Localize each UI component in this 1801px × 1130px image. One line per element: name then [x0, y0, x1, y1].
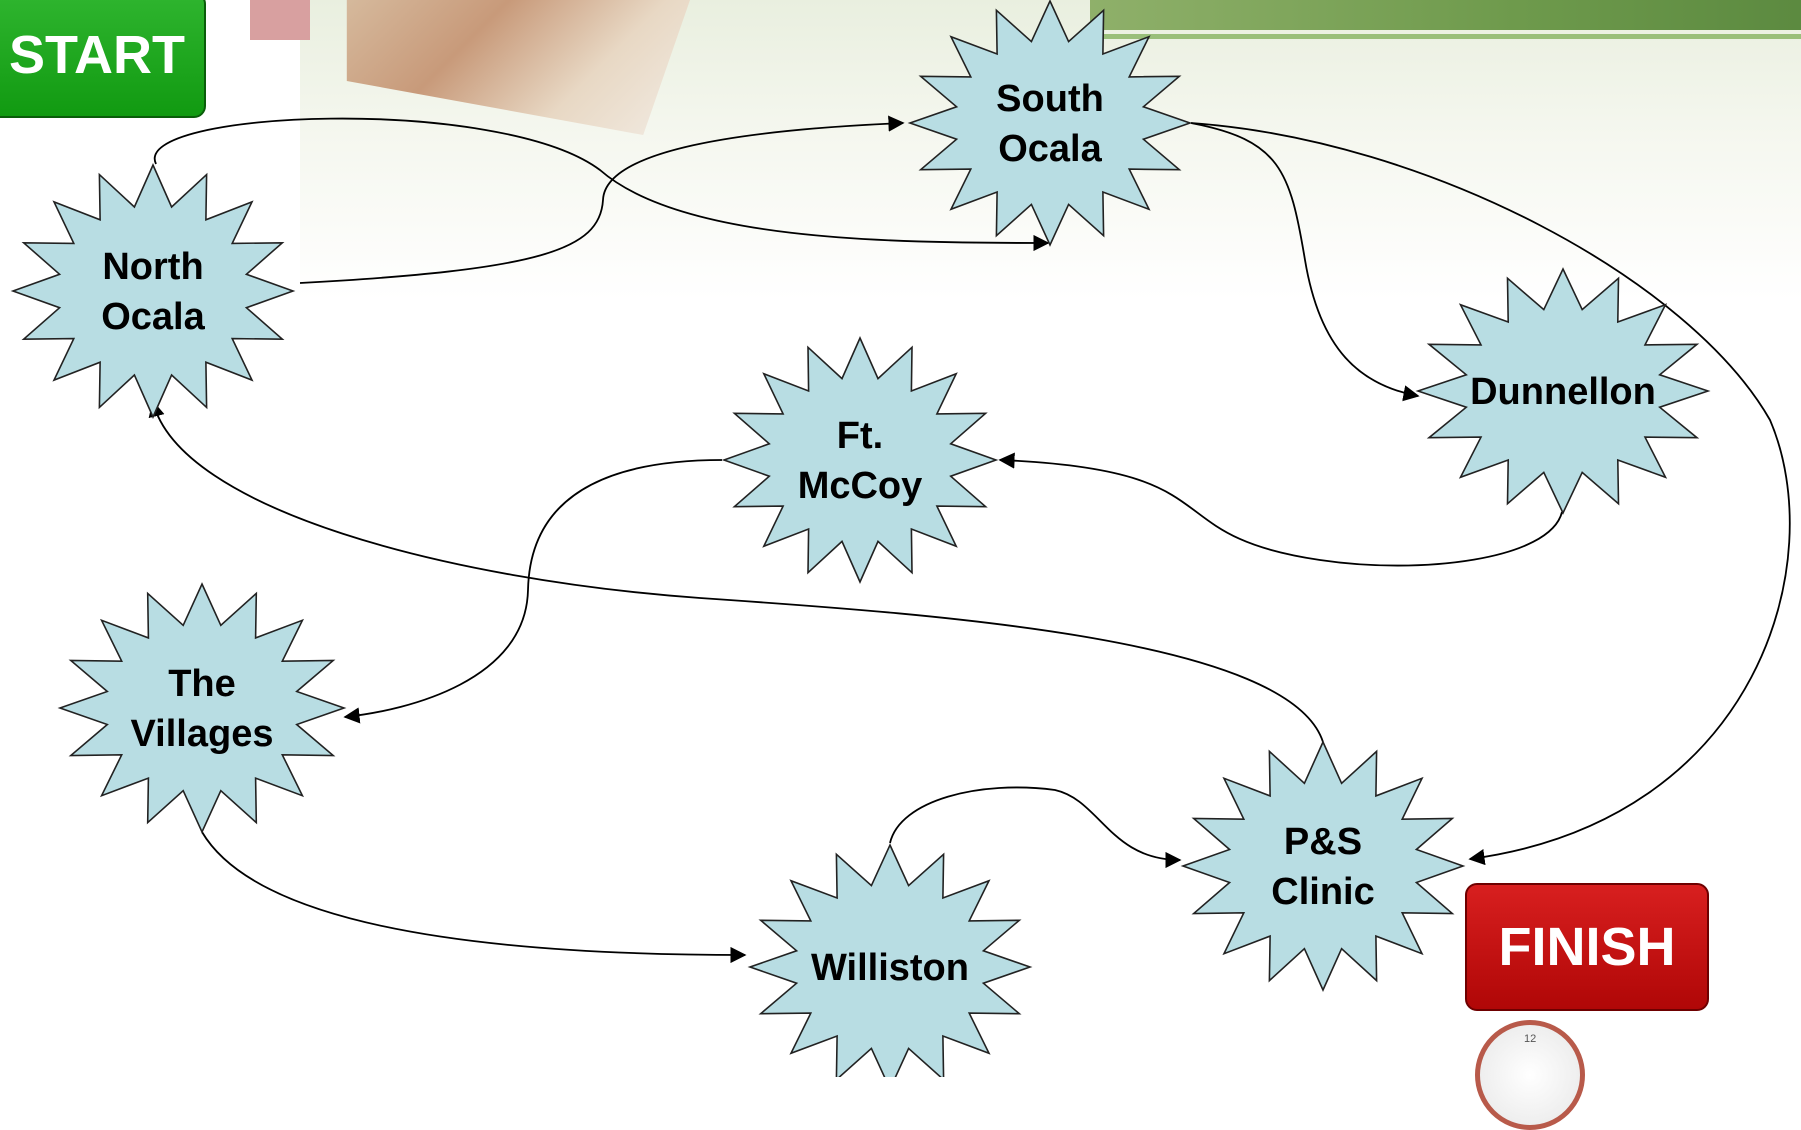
- node-north-ocala-label-1: Ocala: [101, 296, 205, 338]
- node-williston-label-0: Williston: [811, 947, 969, 989]
- header-red-accent: [250, 0, 310, 40]
- edge-north-ocala-to-south-ocala: [153, 117, 1050, 252]
- node-dunnellon: Dunnellon: [1415, 267, 1711, 515]
- edges-layer: [148, 115, 1791, 964]
- node-ps-clinic-label-0: P&S: [1284, 821, 1362, 863]
- node-ft-mccoy-label-1: McCoy: [798, 465, 923, 507]
- header-green-band: [1090, 0, 1801, 30]
- edge-ps-clinic-to-north-ocala: [148, 400, 1324, 743]
- node-dunnellon-star-shape: [1415, 267, 1711, 515]
- edge-ft-mccoy-to-the-villages: [343, 459, 723, 724]
- edge-williston-to-ps-clinic: [889, 786, 1182, 869]
- node-ft-mccoy-label-0: Ft.: [837, 415, 883, 457]
- node-dunnellon-label-0: Dunnellon: [1470, 371, 1656, 413]
- node-ps-clinic-star-shape: [1180, 740, 1466, 992]
- nodes-layer: SouthOcalaNorthOcalaDunnellonFt.McCoyThe…: [10, 0, 1711, 1077]
- node-ps-clinic-label-1: Clinic: [1271, 871, 1374, 913]
- node-the-villages-label-1: Villages: [131, 713, 274, 755]
- node-ps-clinic: P&S Clinic: [1180, 740, 1466, 992]
- start-label: START: [0, 0, 206, 118]
- node-north-ocala-star-shape: [10, 163, 296, 419]
- edge-dunnellon-to-ft-mccoy: [998, 452, 1563, 567]
- node-ft-mccoy: Ft. McCoy: [721, 336, 999, 584]
- node-the-villages-star-shape: [57, 582, 347, 834]
- edge-north-ocala-to-south-ocala: [299, 115, 905, 284]
- node-the-villages-label-0: The: [168, 663, 236, 705]
- edge-the-villages-to-williston: [201, 831, 747, 964]
- header-stripe: [1090, 34, 1801, 39]
- node-williston-star-shape: [747, 843, 1033, 1077]
- node-ft-mccoy-star-shape: [721, 336, 999, 584]
- route-diagram: SouthOcalaNorthOcalaDunnellonFt.McCoyThe…: [10, 0, 1791, 1077]
- edge-south-ocala-to-dunnellon: [1190, 122, 1420, 402]
- node-north-ocala-label-0: North: [102, 246, 203, 288]
- edge-south-ocala-to-ps-clinic: [1190, 122, 1791, 866]
- node-south-ocala-label-0: South: [996, 78, 1104, 120]
- node-williston: Williston: [747, 843, 1033, 1077]
- finish-label: FINISH: [1465, 883, 1709, 1011]
- cropped-footer-title: ▬ ▬▬ ▬▬▬ ▬▬ ▬▬▬ ▬▬ ▬▬▬: [0, 1052, 1394, 1077]
- node-south-ocala-star-shape: [907, 0, 1193, 247]
- node-south-ocala-label-1: Ocala: [998, 128, 1102, 170]
